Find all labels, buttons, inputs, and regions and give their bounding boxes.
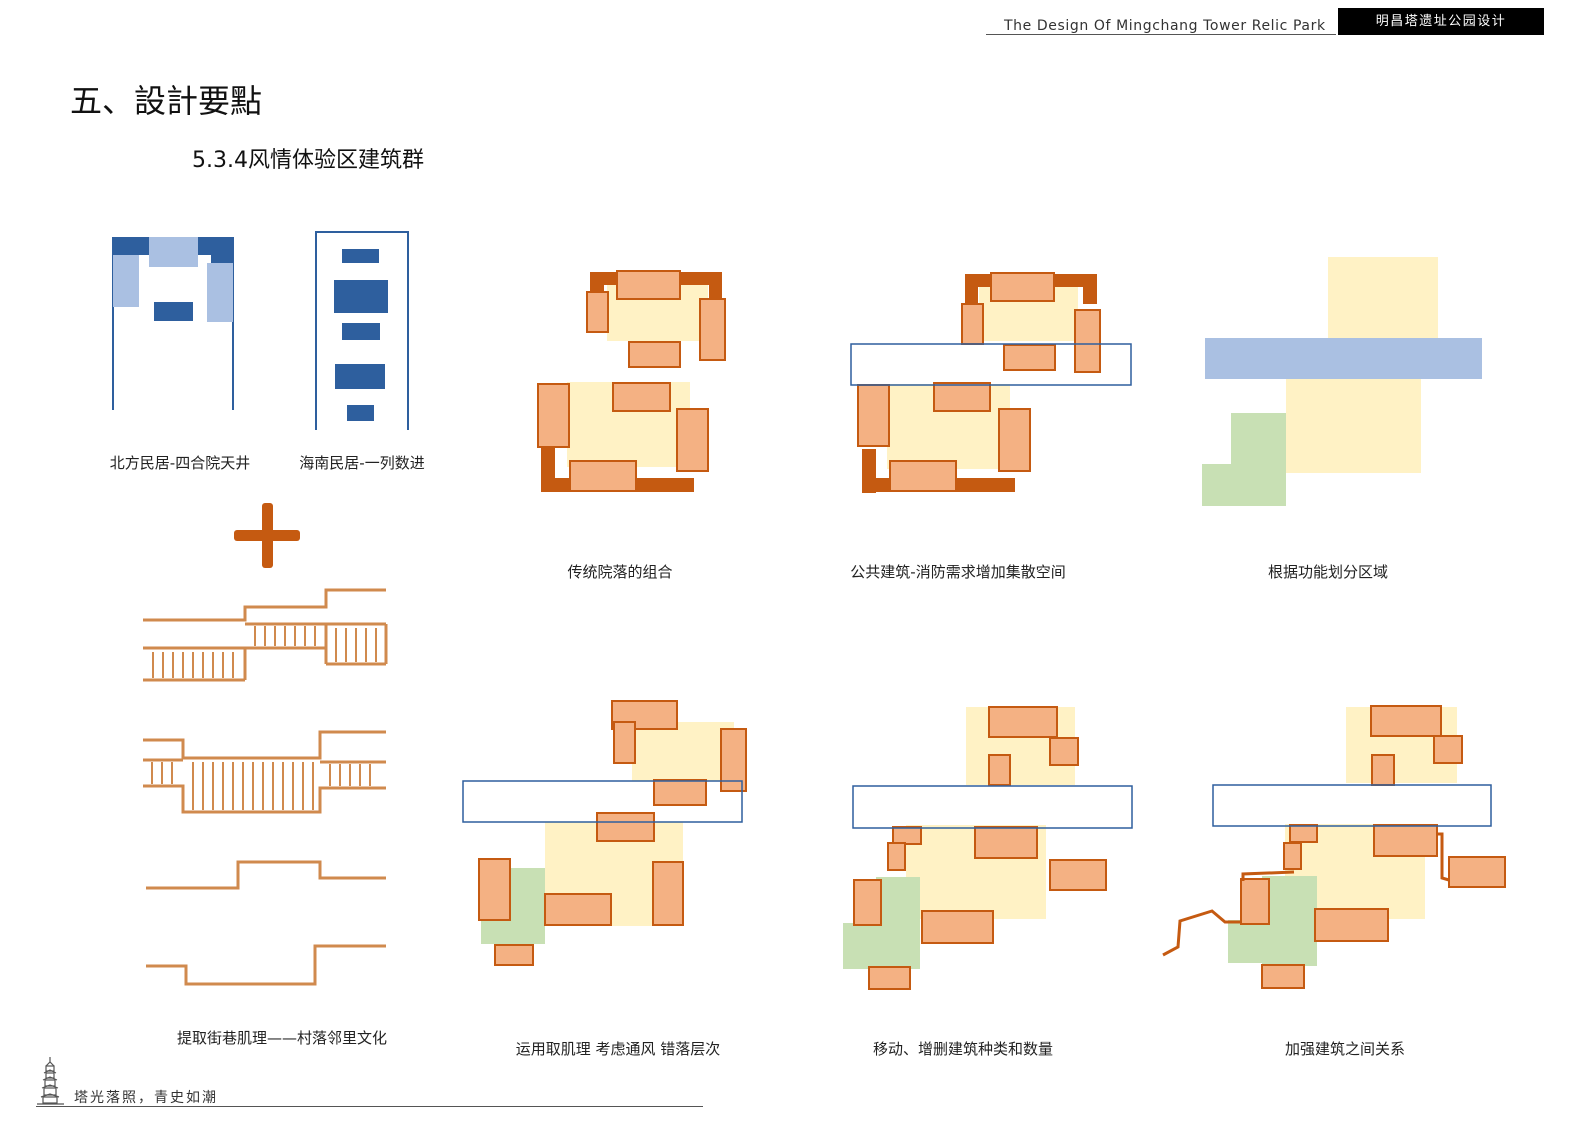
header-chinese-title: 明昌塔遗址公园设计 — [1338, 8, 1544, 35]
strengthen-diagram — [1162, 705, 1506, 989]
header-rule — [986, 34, 1336, 35]
pagoda-tower-icon — [37, 1057, 64, 1105]
caption-strengthen: 加强建筑之间关系 — [1284, 1040, 1406, 1058]
caption-northern-courtyard: 北方民居-四合院天井 — [109, 454, 251, 472]
caption-function-zoning: 根据功能划分区域 — [1267, 563, 1389, 581]
footer-slogan: 塔光落照，青史如潮 — [74, 1090, 218, 1106]
caption-ventilation: 运用取肌理 考虑通风 错落层次 — [515, 1040, 721, 1058]
public-building-diagram — [850, 272, 1132, 493]
caption-public-building: 公共建筑-消防需求增加集散空间 — [850, 563, 1066, 581]
function-zoning-diagram — [1202, 257, 1482, 506]
caption-traditional-combination: 传统院落的组合 — [567, 563, 673, 581]
subsection-title: 5.3.4风情体验区建筑群 — [192, 148, 424, 173]
caption-hainan-row: 海南民居-一列数进 — [299, 454, 425, 472]
caption-street-texture: 提取街巷肌理——村落邻里文化 — [176, 1029, 388, 1047]
ventilation-diagram — [462, 700, 747, 966]
street-texture-1 — [143, 588, 388, 682]
northern-courtyard-diagram — [112, 237, 234, 410]
move-modify-diagram — [843, 706, 1133, 990]
hainan-row-diagram — [315, 231, 409, 430]
header-english-title: The Design Of Mingchang Tower Relic Park — [1004, 18, 1326, 34]
caption-move-modify: 移动、增删建筑种类和数量 — [872, 1040, 1054, 1058]
street-texture-2 — [143, 730, 386, 814]
plus-icon — [234, 503, 300, 568]
section-heading: 五、設計要點 — [70, 82, 263, 120]
footer-rule — [36, 1106, 703, 1107]
street-texture-3 — [146, 860, 386, 986]
traditional-combination-diagram — [537, 270, 726, 492]
